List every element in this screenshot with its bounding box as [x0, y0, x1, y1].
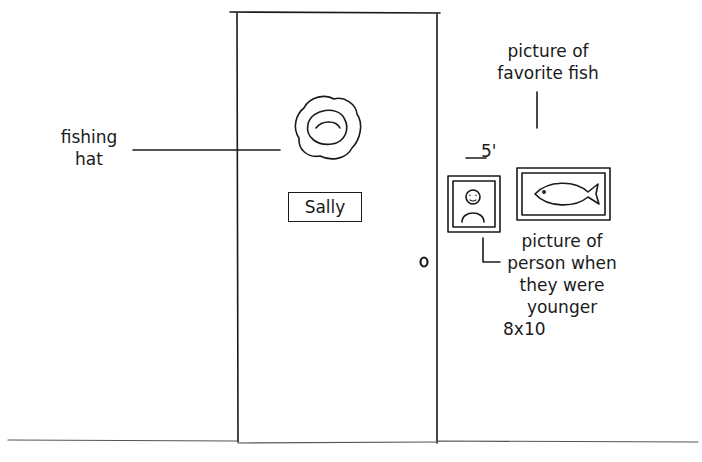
fish-frame-inner [522, 173, 605, 215]
fish-eye [543, 191, 545, 193]
dimension-label: 8x10 [503, 318, 563, 340]
callout-label: picture of favorite fish [492, 40, 604, 84]
nameplate-box: Sally [288, 192, 362, 222]
callout-label: fishing hat [46, 126, 132, 170]
door-knob [421, 258, 428, 267]
fish-drawing [535, 183, 599, 205]
door-left-edge [237, 13, 238, 442]
door-right-edge [436, 14, 438, 443]
leader-line [483, 238, 500, 262]
picture-frame-inner [453, 181, 495, 227]
door-top [230, 12, 440, 13]
person-head [466, 190, 480, 204]
fishing-hat-crown [308, 110, 347, 144]
floor-line [8, 440, 698, 443]
person-shoulders [462, 213, 484, 222]
leader-line [133, 149, 280, 151]
leader-line [536, 92, 538, 128]
fish-frame [517, 168, 610, 220]
fishing-hat-outline [295, 96, 360, 158]
picture-frame [448, 176, 500, 232]
fishing-hat-band [316, 122, 340, 128]
person-face [470, 195, 476, 201]
nameplate-text: Sally [305, 197, 346, 217]
dimension-label: 5' [481, 140, 511, 162]
callout-label: picture of person when they were younger [492, 230, 632, 318]
